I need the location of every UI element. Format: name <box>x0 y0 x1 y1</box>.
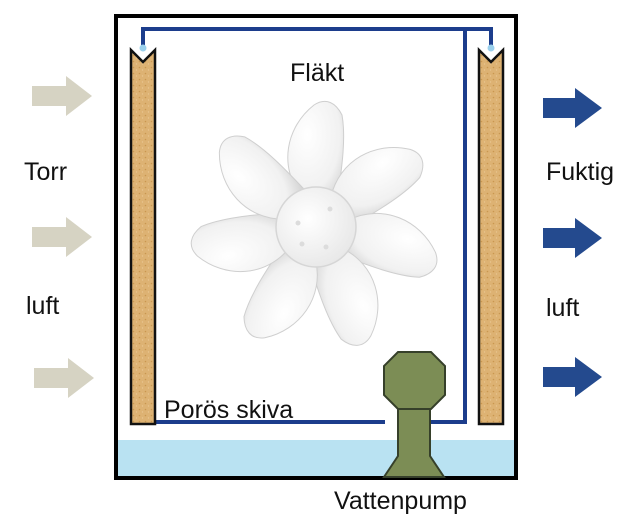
fan-blade <box>287 100 345 198</box>
humid-air-label-top: Fuktig <box>546 158 615 186</box>
fan-hub <box>275 186 357 268</box>
fan-blade <box>243 245 318 339</box>
fan-icon <box>190 100 438 346</box>
porous-pad-left <box>129 46 157 426</box>
arrow-right-icon <box>543 218 602 258</box>
arrow-right-icon <box>543 88 602 128</box>
fan-hub-screw <box>323 244 329 250</box>
dry-air-arrows <box>32 76 94 398</box>
fan-hub-screw <box>327 206 333 212</box>
fan-label: Fläkt <box>290 59 345 87</box>
dry-air-label-bottom: luft <box>26 292 60 320</box>
dry-air-label-top: Torr <box>24 158 68 186</box>
housing-frame <box>114 14 518 480</box>
drip-nozzle-left <box>139 44 147 52</box>
arrow-right-icon <box>32 76 92 116</box>
fan-blade <box>309 247 379 346</box>
water-basin <box>117 440 515 478</box>
porous-pad-label: Porös skiva <box>164 396 294 424</box>
fan-blade <box>330 147 424 225</box>
fan-hub-screw <box>295 220 301 226</box>
fan-blade <box>218 135 306 220</box>
water-pump-icon <box>382 351 446 478</box>
humid-air-label-bottom: luft <box>546 294 580 322</box>
humid-air-arrows <box>543 88 602 397</box>
arrow-right-icon <box>34 358 94 398</box>
fan-blades <box>190 100 438 346</box>
porous-pad-right <box>477 46 505 426</box>
fan-blade <box>341 212 438 278</box>
arrow-right-icon <box>32 217 92 257</box>
fan-blade <box>190 212 291 273</box>
fan-hub-screw <box>299 241 305 247</box>
water-pump-label: Vattenpump <box>334 487 467 515</box>
arrow-right-icon <box>543 357 602 397</box>
pump-head <box>383 351 446 410</box>
drip-nozzle-right <box>487 44 495 52</box>
